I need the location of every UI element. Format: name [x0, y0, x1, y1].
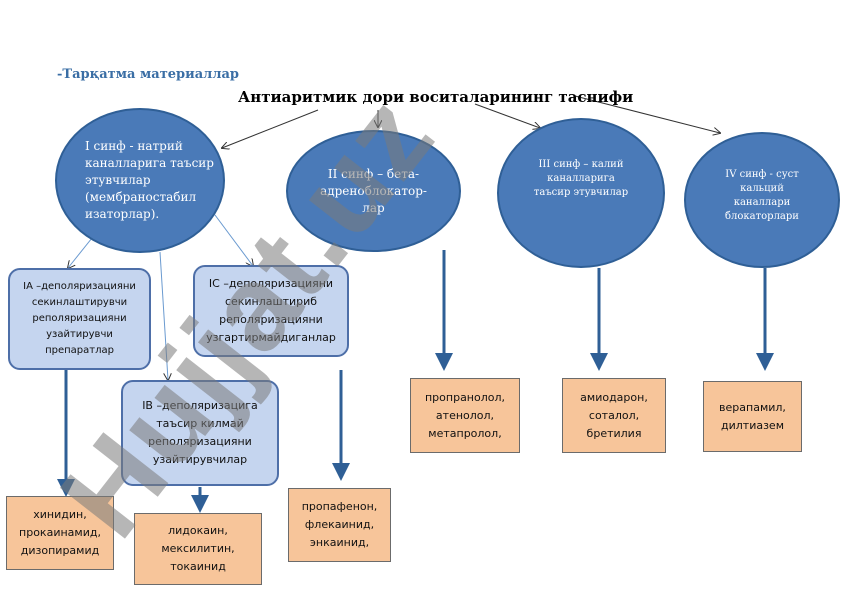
class4-label: IV синф - суст кальций каналлари блокато…: [725, 169, 799, 222]
page-subtitle: -Тарқатма материаллар: [57, 67, 240, 82]
arrow-title-class1: [222, 109, 319, 148]
drugs-class2-box: пропранолол, атенолол, метапролол,: [410, 378, 520, 453]
subclass-ib-box: IB –деполяризацига таъсир килмай реполяр…: [121, 380, 279, 486]
drugs-ic-label: пропафенон, флекаинид, энкаинид,: [301, 500, 378, 549]
subclass-ia-label: IA –деполяризацияни секинлаштирувчи репо…: [23, 281, 136, 356]
page-title: Антиаритмик дори воситаларининг таснифи: [238, 88, 634, 106]
drugs-ia-label: хинидин, прокаинамид, дизопирамид: [19, 508, 101, 557]
class1-oval: I синф - натрий каналларига таъсир этувч…: [55, 108, 225, 253]
drugs-class4-label: верапамил, дилтиазем: [719, 400, 786, 432]
arrow-title-class3: [474, 103, 540, 128]
subclass-ib-label: IB –деполяризацига таъсир килмай реполяр…: [142, 399, 258, 466]
drugs-ia-box: хинидин, прокаинамид, дизопирамид: [6, 496, 114, 570]
subclass-ic-label: IC –деполяризацияни секинлаштириб реполя…: [206, 277, 336, 344]
drugs-ic-box: пропафенон, флекаинид, энкаинид,: [288, 488, 391, 562]
drugs-class4-box: верапамил, дилтиазем: [703, 381, 802, 452]
class2-label: II синф – бета-адреноблокатор-лар: [320, 166, 427, 215]
arrow-title-class4: [574, 95, 720, 133]
drugs-ib-label: лидокаин, мексилитин, токаинид: [161, 524, 235, 573]
class3-label: III синф – калий каналларига таъсир этув…: [533, 159, 629, 198]
class4-oval: IV синф - суст кальций каналлари блокато…: [684, 132, 840, 268]
subclass-ic-box: IC –деполяризацияни секинлаштириб реполя…: [193, 265, 349, 357]
drugs-ib-box: лидокаин, мексилитин, токаинид: [134, 513, 262, 585]
drugs-class3-label: амиодарон, соталол, бретилия: [580, 390, 648, 440]
drugs-class3-box: амиодарон, соталол, бретилия: [562, 378, 666, 453]
subclass-ia-box: IA –деполяризацияни секинлаштирувчи репо…: [8, 268, 151, 370]
arrow-class1-ic: [214, 214, 253, 266]
arrow-class1-ib: [159, 251, 168, 380]
class3-oval: III синф – калий каналларига таъсир этув…: [497, 118, 665, 268]
class2-oval: II синф – бета-адреноблокатор-лар: [286, 130, 461, 252]
drugs-class2-label: пропранолол, атенолол, метапролол,: [424, 390, 506, 440]
class1-label: I синф - натрий каналларига таъсир этувч…: [85, 139, 214, 221]
